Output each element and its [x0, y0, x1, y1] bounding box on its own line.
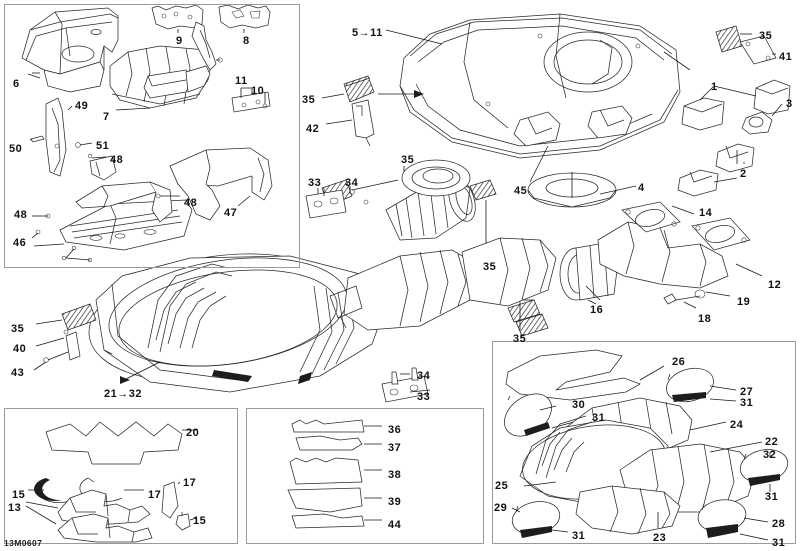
callout-20: 20 — [186, 427, 200, 439]
callout-27: 27 — [740, 386, 754, 398]
callout-35-e: 35 — [759, 30, 773, 42]
callout-35-f: 35 — [11, 323, 25, 335]
callout-50: 50 — [9, 143, 23, 155]
callout-48-c: 48 — [14, 209, 28, 221]
callout-35-c: 35 — [483, 261, 497, 273]
callout-28: 28 — [772, 518, 786, 530]
callout-47: 47 — [224, 207, 238, 219]
panel-bottom-left — [4, 408, 238, 544]
callout-3: 3 — [786, 98, 793, 110]
callout-38: 38 — [388, 469, 402, 481]
muffler-logo-skidoo — [147, 263, 233, 353]
callout-31-b: 31 — [592, 412, 606, 424]
callout-32: 32 — [763, 449, 777, 461]
callout-18: 18 — [698, 313, 712, 325]
callout-9: 9 — [176, 35, 183, 47]
callout-4: 4 — [638, 182, 645, 194]
callout-46: 46 — [13, 237, 27, 249]
callout-44: 44 — [388, 519, 402, 531]
group-strap-42 — [325, 99, 375, 147]
callout-16: 16 — [590, 304, 604, 316]
group-clip-35-41-1-3-2 — [677, 25, 791, 197]
callout-40: 40 — [13, 343, 27, 355]
callout-24: 24 — [730, 419, 744, 431]
callout-41: 41 — [779, 51, 793, 63]
group-flex-pipe-bellows — [385, 159, 476, 241]
callout-48-a: 48 — [110, 154, 124, 166]
group-bracket-33-34 — [305, 186, 369, 219]
group-clip-35-40-43 — [33, 303, 97, 371]
callout-14: 14 — [699, 207, 713, 219]
callout-8: 8 — [243, 35, 250, 47]
callout-34-a: 34 — [345, 177, 359, 189]
callout-34-b: 34 — [417, 370, 431, 382]
callout-33-b: 33 — [417, 391, 431, 403]
group-clamp-35-pipe — [465, 179, 549, 337]
callout-12: 12 — [768, 279, 782, 291]
callout-23: 23 — [653, 532, 667, 544]
panel-bottom-right — [492, 341, 796, 544]
callout-2: 2 — [740, 168, 747, 180]
callout-49: 49 — [75, 100, 89, 112]
callout-11: 11 — [235, 75, 248, 87]
callout-17-a: 17 — [148, 489, 162, 501]
callout-39: 39 — [388, 496, 402, 508]
callout-45: 45 — [514, 185, 528, 197]
callout-13: 13 — [8, 502, 22, 514]
callout-51: 51 — [96, 140, 110, 152]
callout-21-to-32: 21→32 — [104, 388, 142, 400]
callout-33-a: 33 — [308, 177, 322, 189]
callout-15-a: 15 — [12, 489, 26, 501]
group-manifold-12-14 — [585, 201, 763, 309]
callout-31-c: 31 — [765, 491, 779, 503]
callout-48-b: 48 — [184, 197, 198, 209]
callout-25: 25 — [495, 480, 509, 492]
callout-31-d: 31 — [572, 530, 586, 542]
callout-30: 30 — [572, 399, 586, 411]
group-gasket-45-seal-4 — [527, 145, 637, 208]
callout-37: 37 — [388, 442, 402, 454]
callout-15-b: 15 — [193, 515, 207, 527]
callout-35-a: 35 — [302, 94, 316, 106]
callout-22: 22 — [765, 436, 779, 448]
callout-10: 10 — [251, 85, 265, 97]
callout-43: 43 — [11, 367, 25, 379]
panel-bottom-center — [246, 408, 484, 544]
page-code: 13M0607 — [4, 538, 43, 548]
callout-17-b: 17 — [183, 477, 197, 489]
callout-29: 29 — [494, 502, 508, 514]
callout-5-to-11: 5→11 — [352, 27, 383, 39]
callout-31-a: 31 — [740, 397, 754, 409]
callout-7: 7 — [103, 111, 110, 123]
callout-19: 19 — [737, 296, 751, 308]
callout-6: 6 — [13, 78, 20, 90]
group-airbox-5-11 — [385, 13, 691, 159]
callout-26: 26 — [672, 356, 686, 368]
group-clamp-35-mid — [321, 166, 405, 207]
group-exhaust-pipe-16 — [559, 241, 619, 305]
callout-31-e: 31 — [772, 537, 786, 549]
callout-1: 1 — [711, 81, 718, 93]
callout-35-d: 35 — [513, 333, 527, 345]
group-clamp-35-top — [321, 75, 424, 103]
callout-42: 42 — [306, 123, 320, 135]
callout-36: 36 — [388, 424, 402, 436]
panel-top-left — [4, 4, 300, 268]
callout-35-b: 35 — [401, 154, 415, 166]
